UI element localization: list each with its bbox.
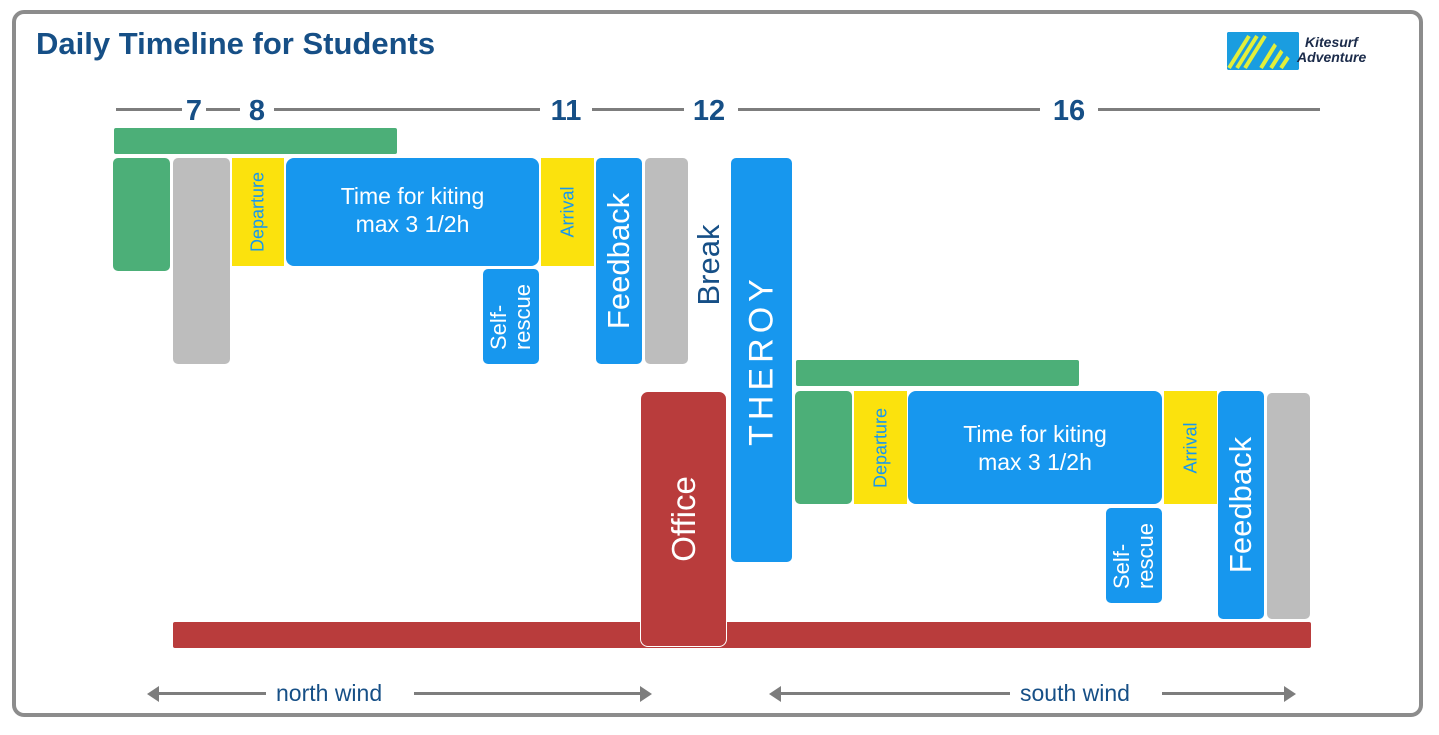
session1-gray-block xyxy=(173,158,230,364)
office-label: Office xyxy=(664,476,702,562)
session2-green-bar xyxy=(796,360,1079,386)
session1-feedback-block: Feedback xyxy=(596,158,642,364)
bottom-red-bar xyxy=(173,622,1311,648)
session1-selfrescue-block: Self- rescue xyxy=(483,269,539,364)
south-wind-label: south wind xyxy=(1020,680,1130,706)
theory-label: THEROY xyxy=(742,274,780,446)
session2-departure-block: Departure xyxy=(854,391,907,504)
axis-line xyxy=(116,108,182,111)
page-title: Daily Timeline for Students xyxy=(36,26,436,61)
session2-arrival-block: Arrival xyxy=(1164,391,1217,504)
north-wind-label: north wind xyxy=(276,680,383,706)
session2-departure-label: Departure xyxy=(870,407,890,488)
session1-green-block xyxy=(113,158,170,271)
session2-gray-block-end xyxy=(1267,393,1310,619)
theory-block: THEROY xyxy=(731,158,792,562)
session1-selfrescue-line1: Self- xyxy=(486,304,511,350)
session1-selfrescue-label: Self- rescue xyxy=(486,283,535,350)
session1-gray-block-end xyxy=(645,158,688,364)
hour-label-7: 7 xyxy=(185,95,203,127)
session1-kiting-block: Time for kiting max 3 1/2h xyxy=(286,158,539,266)
north-wind-line xyxy=(158,692,266,695)
session1-arrival-label: Arrival xyxy=(557,186,577,238)
kitesurf-adventure-logo: Kitesurf Adventure xyxy=(1227,32,1402,72)
session2-selfrescue-block: Self- rescue xyxy=(1106,508,1162,603)
north-wind-arrow-right xyxy=(640,686,652,702)
session1-departure-block: Departure xyxy=(232,158,284,266)
break-label: Break xyxy=(691,224,726,306)
hour-label-12: 12 xyxy=(692,95,726,127)
session2-kiting-block: Time for kiting max 3 1/2h xyxy=(908,391,1162,504)
south-wind-line xyxy=(1162,692,1286,695)
south-wind-arrow-right xyxy=(1284,686,1296,702)
axis-line xyxy=(1098,108,1320,111)
axis-line xyxy=(592,108,684,111)
session2-feedback-label: Feedback xyxy=(1223,436,1258,574)
session2-selfrescue-line2: rescue xyxy=(1133,522,1158,589)
session2-selfrescue-line1: Self- xyxy=(1109,543,1134,589)
session2-arrival-label: Arrival xyxy=(1180,421,1200,474)
logo-text-line1: Kitesurf xyxy=(1305,34,1358,50)
kite-logo-icon xyxy=(1227,32,1299,70)
office-block: Office xyxy=(640,391,727,647)
north-wind-arrow-left xyxy=(147,686,159,702)
axis-line xyxy=(738,108,1040,111)
session2-green-block xyxy=(795,391,852,504)
axis-line xyxy=(206,108,240,111)
session2-kiting-text: Time for kiting max 3 1/2h xyxy=(908,420,1162,476)
session1-kiting-text: Time for kiting max 3 1/2h xyxy=(286,182,539,238)
session1-kiting-line1: Time for kiting xyxy=(340,182,485,209)
session1-departure-label: Departure xyxy=(247,171,268,253)
south-wind-line xyxy=(780,692,1010,695)
session1-arrival-block: Arrival xyxy=(541,158,594,266)
break-area: Break xyxy=(688,200,730,330)
session1-selfrescue-line2: rescue xyxy=(510,283,535,350)
session1-kiting-line2: max 3 1/2h xyxy=(355,210,470,237)
south-wind-arrow-left xyxy=(769,686,781,702)
session2-selfrescue-label: Self- rescue xyxy=(1109,522,1158,589)
hour-label-16: 16 xyxy=(1052,95,1086,127)
axis-line xyxy=(274,108,540,111)
session1-feedback-label: Feedback xyxy=(601,192,636,330)
logo-text-line2: Adventure xyxy=(1297,49,1367,65)
session2-kiting-line2: max 3 1/2h xyxy=(978,448,1092,475)
hour-label-11: 11 xyxy=(550,95,582,127)
session1-green-bar xyxy=(114,128,397,154)
north-wind-line xyxy=(414,692,642,695)
session2-kiting-line1: Time for kiting xyxy=(963,420,1107,447)
hour-label-8: 8 xyxy=(248,95,266,127)
session2-feedback-block: Feedback xyxy=(1218,391,1264,619)
